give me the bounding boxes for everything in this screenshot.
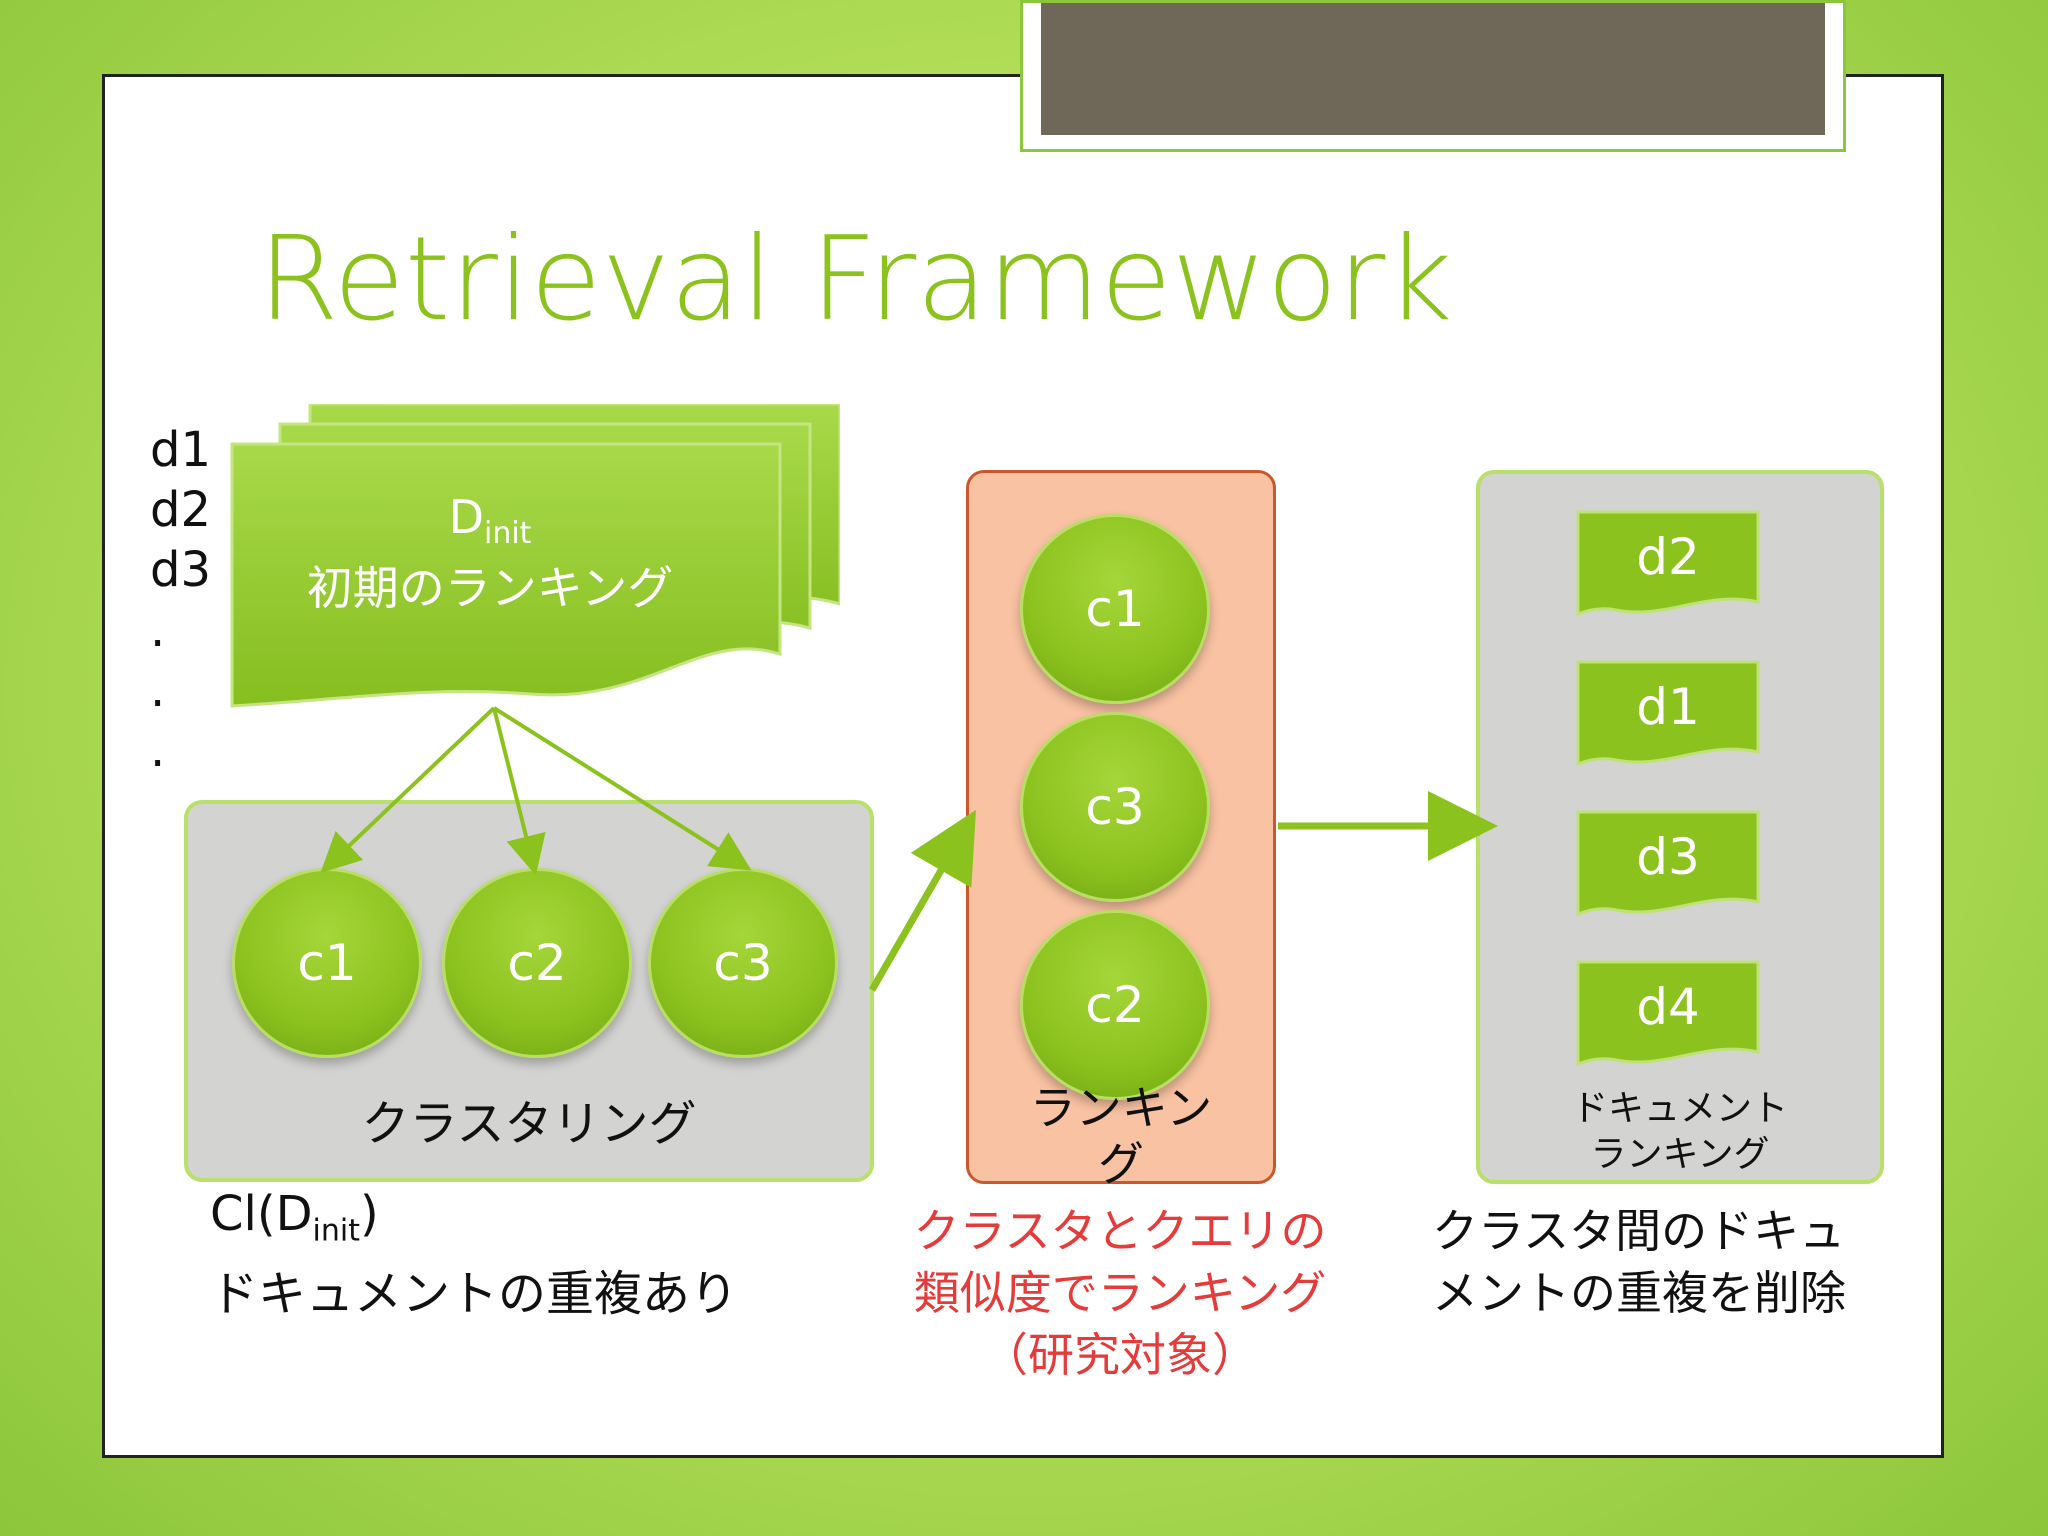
ranked-doc-label: d4 bbox=[1636, 978, 1700, 1036]
clustering-formula: Cl(Dinit) bbox=[210, 1186, 379, 1249]
cluster-ranking-note-line: クラスタとクエリの bbox=[913, 1204, 1327, 1258]
initial-ranking-label: Dinit 初期のランキング bbox=[230, 490, 750, 615]
dinit-base: D bbox=[448, 490, 484, 544]
dinit-caption: 初期のランキング bbox=[306, 561, 674, 616]
header-tab bbox=[1020, 0, 1846, 152]
header-tab-bar bbox=[1041, 3, 1825, 135]
doc-list-item: . bbox=[150, 722, 166, 778]
cluster-ranking-label-line: ランキン bbox=[1029, 1081, 1213, 1135]
doc-list-item: d2 bbox=[150, 482, 212, 538]
cluster-ranking-note: クラスタとクエリの 類似度でランキング （研究対象） bbox=[860, 1200, 1380, 1386]
formula-suffix: ) bbox=[360, 1186, 379, 1242]
split-arrow bbox=[492, 707, 546, 876]
document-ranking-note-line: クラスタ間のドキュ bbox=[1432, 1204, 1846, 1258]
ranked-cluster-circle: c3 bbox=[1020, 712, 1210, 902]
initial-ranking-stack bbox=[230, 404, 840, 714]
to-ranking-arrow bbox=[868, 809, 976, 992]
ranked-doc-card: d2 bbox=[1576, 510, 1760, 618]
dinit-sub: init bbox=[483, 516, 532, 552]
doc-list-item: . bbox=[150, 602, 166, 658]
cluster-ranking-label-line: グ bbox=[1098, 1137, 1144, 1191]
ranked-cluster-circle: c1 bbox=[1020, 514, 1210, 704]
cluster-ranking-label: ランキン グ bbox=[966, 1080, 1276, 1192]
ranked-cluster-circle: c2 bbox=[1020, 910, 1210, 1100]
document-ranking-note-line: メントの重複を削除 bbox=[1432, 1266, 1846, 1320]
slide-title: Retrieval Framework bbox=[258, 212, 1453, 347]
ranked-doc-label: d1 bbox=[1636, 678, 1700, 736]
cluster-ranking-note-line: （研究対象） bbox=[982, 1328, 1258, 1382]
split-arrow bbox=[320, 706, 496, 874]
formula-prefix: Cl(D bbox=[210, 1186, 313, 1242]
doc-list-item: d1 bbox=[150, 422, 212, 478]
ranked-doc-card: d3 bbox=[1576, 810, 1760, 918]
cluster-circle: c1 bbox=[232, 868, 422, 1058]
cluster-circle: c3 bbox=[648, 868, 838, 1058]
document-ranking-label: ドキュメント ランキング bbox=[1476, 1086, 1884, 1178]
formula-sub: init bbox=[312, 1213, 360, 1249]
doc-list-item: d3 bbox=[150, 542, 212, 598]
split-arrow bbox=[492, 706, 752, 871]
cluster-circle: c2 bbox=[442, 868, 632, 1058]
ranked-doc-label: d3 bbox=[1636, 828, 1700, 886]
document-ranking-label-line: ドキュメント bbox=[1571, 1088, 1788, 1129]
clustering-label: クラスタリング bbox=[361, 1096, 697, 1152]
ranked-doc-card: d4 bbox=[1576, 960, 1760, 1068]
clustering-note: ドキュメントの重複あり bbox=[210, 1266, 739, 1322]
doc-list-item: . bbox=[150, 662, 166, 718]
document-ranking-note: クラスタ間のドキュ メントの重複を削除 bbox=[1432, 1200, 1932, 1324]
initial-doc-list: d1 d2 d3 . . . bbox=[150, 420, 211, 780]
document-ranking-label-line: ランキング bbox=[1590, 1134, 1770, 1175]
ranked-doc-label: d2 bbox=[1636, 528, 1700, 586]
cluster-ranking-note-line: 類似度でランキング bbox=[913, 1266, 1327, 1320]
ranked-doc-card: d1 bbox=[1576, 660, 1760, 768]
